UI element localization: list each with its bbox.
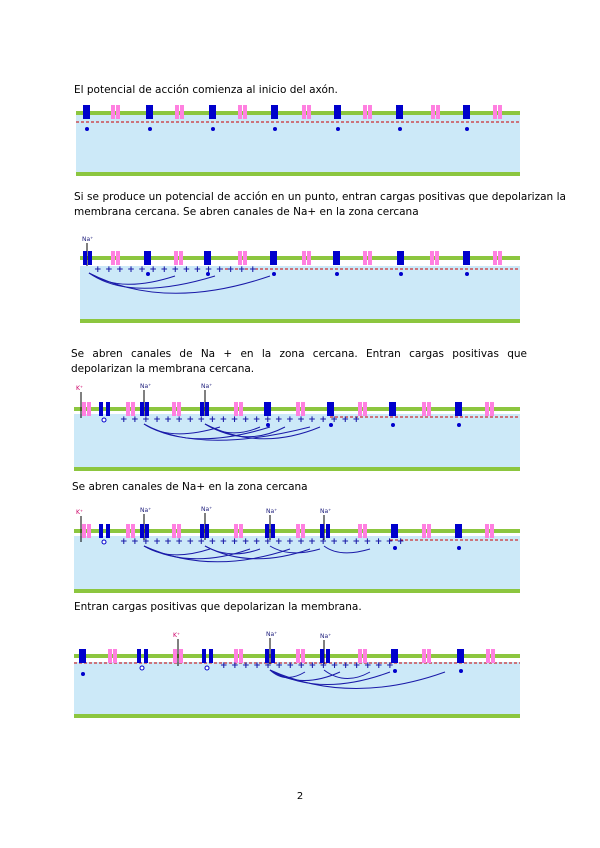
axon-body xyxy=(76,114,520,174)
na-label: Na⁺ xyxy=(140,383,151,390)
na-label: Na⁺ xyxy=(82,236,93,243)
membrane-bottom xyxy=(74,467,520,471)
positive-charges: + + + + + + + + + + + + + + + + + + + + … xyxy=(120,415,360,425)
positive-charges: + + + + + + + + + + + + + + + + xyxy=(220,661,394,671)
na-label: Na⁺ xyxy=(266,631,277,638)
na-label: Na⁺ xyxy=(201,383,212,390)
membrane-bottom xyxy=(74,589,520,593)
axon-figure-5: K⁺ Na⁺ Na⁺ + + + + + + + + + + + + + + +… xyxy=(70,628,530,723)
axon-figure-3: K⁺ Na⁺ Na⁺ + + + + + + + + + + + + + + +… xyxy=(70,380,530,475)
caption-1: El potencial de acción comienza al inici… xyxy=(74,83,554,98)
membrane-top xyxy=(76,111,520,115)
na-label: Na⁺ xyxy=(140,507,151,514)
caption-5: Entran cargas positivas que depolarizan … xyxy=(74,600,554,615)
na-label: Na⁺ xyxy=(266,508,277,515)
na-label: Na⁺ xyxy=(201,506,212,513)
axon-figure-2: Na⁺ + + + + + + + + + + + + + + + xyxy=(70,232,530,327)
axon-figure-1 xyxy=(70,100,530,180)
k-label: K⁺ xyxy=(76,509,83,516)
positive-charges: + + + + + + + + + + + + + + + + + + + + … xyxy=(120,537,405,547)
membrane-bottom xyxy=(74,714,520,718)
k-label: K⁺ xyxy=(76,385,83,392)
membrane-bottom xyxy=(76,172,520,176)
caption-4: Se abren canales de Na+ en la zona cerca… xyxy=(72,480,552,495)
k-label: K⁺ xyxy=(173,632,180,639)
page-number: 2 xyxy=(0,791,600,802)
na-label: Na⁺ xyxy=(320,508,331,515)
na-label: Na⁺ xyxy=(320,633,331,640)
axon-figure-4: K⁺ Na⁺ Na⁺ Na⁺ Na⁺ + + + + + + + + + + +… xyxy=(70,500,530,600)
membrane-bottom xyxy=(80,319,520,323)
caption-2: Si se produce un potencial de acción en … xyxy=(74,190,566,220)
positive-charges: + + + + + + + + + + + + + + + xyxy=(94,265,257,275)
caption-3: Se abren canales de Na + en la zona cerc… xyxy=(71,347,527,377)
